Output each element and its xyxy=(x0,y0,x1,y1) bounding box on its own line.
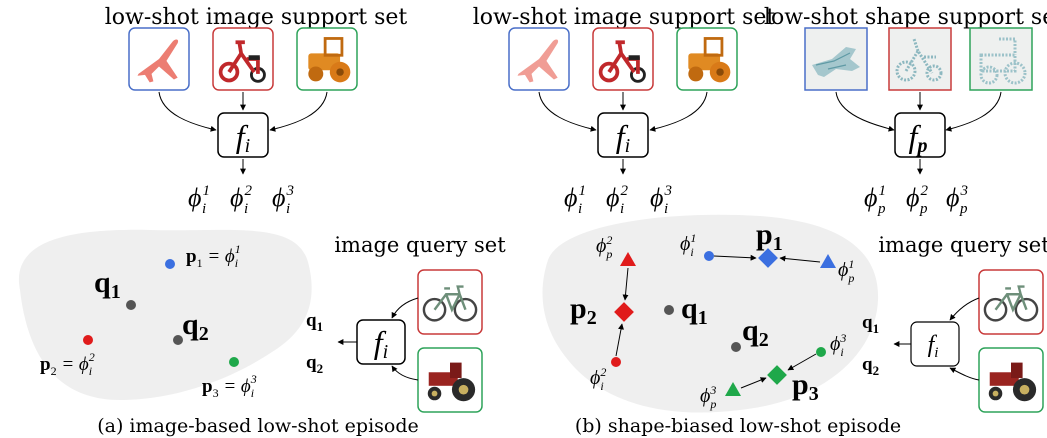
query-set-title: image query set xyxy=(878,233,1047,257)
query-1-label: q1 xyxy=(681,292,708,329)
embedding-space-blob xyxy=(18,229,312,400)
image-encoder-box xyxy=(597,112,649,158)
image-support-title: low-shot image support set xyxy=(473,5,776,30)
point-cloud-icon xyxy=(971,29,1031,89)
prototype-diamond-2 xyxy=(614,302,634,322)
query-set-label-2: q2 xyxy=(306,352,323,376)
query-2-dot xyxy=(173,335,183,345)
caption-b: (b) shape-biased low-shot episode xyxy=(575,415,901,437)
prototype-1-label: p1 xyxy=(756,218,783,255)
point-cloud-icon xyxy=(806,29,866,89)
image-embedding-dot-2 xyxy=(611,357,621,367)
query-2-label: q2 xyxy=(182,308,209,345)
query-set-label-2: q2 xyxy=(862,354,879,378)
query-1-label: q1 xyxy=(94,266,121,303)
point-cloud-icon xyxy=(890,29,950,89)
image-encoder-box xyxy=(217,112,269,158)
prototype-diamond-3 xyxy=(767,365,787,385)
shape-embedding-marker-2 xyxy=(620,252,636,266)
caption-a: (a) image-based low-shot episode xyxy=(97,415,419,437)
prototype-2-label: p2 xyxy=(570,292,597,329)
prototype-3-label: p3 xyxy=(792,368,819,405)
query-1-dot xyxy=(664,305,674,315)
prototype-3-dot xyxy=(229,357,239,367)
image-embedding-dot-3 xyxy=(816,347,826,357)
query-1-dot xyxy=(126,300,136,310)
shape-embedding-marker-3 xyxy=(725,382,741,396)
query-set-label-1: q1 xyxy=(862,312,879,336)
support-set-title: low-shot image support set xyxy=(105,5,408,30)
query-encoder-label: fi xyxy=(928,332,939,361)
shape-encoder-box xyxy=(894,112,946,158)
image-embedding-dot-1 xyxy=(704,251,714,261)
panel-b: low-shot image support set low-shot shap… xyxy=(473,5,1047,437)
shape-support-title: low-shot shape support set xyxy=(764,5,1047,30)
prototype-2-dot xyxy=(83,335,93,345)
query-set-title: image query set xyxy=(334,233,506,257)
prototype-1-dot xyxy=(165,259,175,269)
query-2-label: q2 xyxy=(742,314,769,351)
query-2-dot xyxy=(731,342,741,352)
shape-embedding-marker-1 xyxy=(820,254,836,268)
query-set-label-1: q1 xyxy=(306,310,323,334)
